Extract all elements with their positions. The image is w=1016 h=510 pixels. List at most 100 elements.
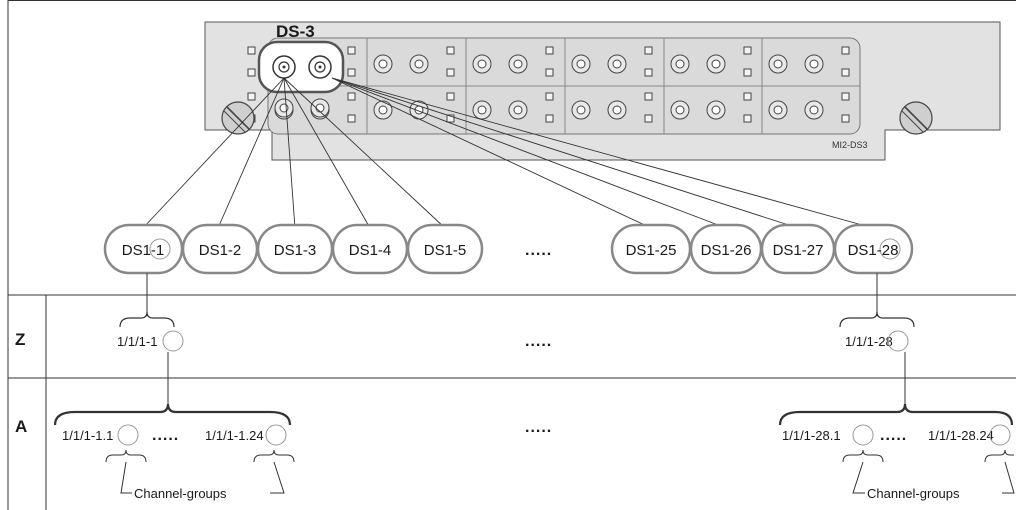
ds1-pill-row: DS1-1 DS1-2 DS1-3 DS1-4 DS1-5 ..... DS1-… [103, 223, 914, 275]
led-indicator [446, 92, 455, 101]
ds3-label: DS-3 [276, 22, 315, 41]
a-row-label: A [15, 417, 27, 436]
ds3-card: MI2-DS3 [204, 21, 1001, 161]
bnc-connector-icon [804, 54, 824, 74]
led-indicator [545, 46, 554, 55]
bnc-connector-icon [508, 54, 528, 74]
bnc-connector-icon [706, 54, 726, 74]
z-right-label: 1/1/1-28 [845, 334, 893, 349]
fan-line [331, 77, 727, 229]
ds1-pill-label: DS1-26 [701, 242, 752, 259]
bnc-connector-icon [607, 54, 627, 74]
fan-line [217, 77, 285, 229]
ds1-pill-label: DS1-4 [349, 242, 392, 259]
a-right-last-label: 1/1/1-28.24 [928, 428, 994, 443]
bnc-connector-icon [274, 98, 294, 118]
a-ellipsis: ..... [525, 419, 552, 436]
led-indicator [743, 92, 752, 101]
ds1-pill: DS1-3 [256, 223, 334, 275]
bnc-connector-icon [768, 54, 788, 74]
led-indicator [247, 46, 256, 55]
bnc-connector-icon [571, 54, 591, 74]
a-right-inner-dots: ..... [880, 427, 907, 444]
z-row-label: Z [15, 330, 25, 349]
bnc-connector-icon [373, 54, 393, 74]
fan-line [283, 77, 446, 229]
led-indicator [644, 68, 653, 77]
ds1-pill: DS1-25 [610, 223, 692, 275]
a-left-first-label: 1/1/1-1.1 [62, 428, 113, 443]
bnc-connector-icon [472, 100, 492, 120]
right-screw [899, 101, 933, 135]
bnc-connector-icon [768, 100, 788, 120]
table-frame [7, 0, 1016, 510]
led-indicator [347, 46, 356, 55]
led-indicator [545, 92, 554, 101]
bnc-connector-icon [804, 100, 824, 120]
ds1-pill-label: DS1-1 [122, 242, 165, 259]
bnc-connector-icon [508, 100, 528, 120]
fan-line [142, 77, 285, 229]
led-indicator [545, 68, 554, 77]
led-indicator [347, 114, 356, 123]
led-indicator [644, 92, 653, 101]
bnc-connector-icon [310, 98, 330, 118]
led-indicator [743, 68, 752, 77]
ds1-pill-label: DS1-2 [199, 242, 242, 259]
bnc-connector-icon [706, 100, 726, 120]
led-indicator [841, 46, 850, 55]
led-indicator [247, 92, 256, 101]
a-left-inner-dots: ..... [152, 427, 179, 444]
led-indicator [347, 92, 356, 101]
ds1-pill-label: DS1-25 [626, 242, 677, 259]
led-indicator [743, 114, 752, 123]
ds1-pill: DS1-26 [689, 223, 763, 275]
led-indicator [446, 114, 455, 123]
bnc-connector-icon [670, 100, 690, 120]
a-left-last-label: 1/1/1-1.24 [205, 428, 264, 443]
led-indicator [644, 46, 653, 55]
ds1-pill-label: DS1-27 [773, 242, 824, 259]
bnc-connector-icon [571, 100, 591, 120]
bnc-connector-icon [670, 54, 690, 74]
channel-groups-label-left: Channel-groups [134, 486, 227, 501]
left-screw [221, 101, 255, 135]
z-ellipsis: ..... [525, 333, 552, 350]
a-row: A 1/1/1-1.1 ..... 1/1/1-1.24 ..... 1/1/1… [15, 352, 1014, 446]
ds1-pill: DS1-2 [181, 223, 259, 275]
led-indicator [247, 68, 256, 77]
ds1-pill: DS1-5 [406, 223, 484, 275]
ds1-pill-label: DS1-3 [274, 242, 317, 259]
a-right-first-label: 1/1/1-28.1 [782, 428, 841, 443]
ds3-port-highlight [257, 40, 345, 94]
led-indicator [644, 114, 653, 123]
led-indicator [545, 114, 554, 123]
channel-groups-right: Channel-groups [842, 449, 1015, 501]
fan-line [283, 77, 371, 229]
ds1-pill: DS1-4 [331, 223, 409, 275]
ds1-pill-label: DS1-5 [424, 242, 467, 259]
bnc-connector-icon [409, 54, 429, 74]
ds1-pill: DS1-27 [760, 223, 836, 275]
led-indicator [446, 46, 455, 55]
z-left-label: 1/1/1-1 [117, 334, 157, 349]
pill-ellipsis: ..... [525, 242, 552, 259]
ds1-pill: DS1-1 [103, 223, 184, 275]
ds1-pill: DS1-28 [833, 223, 914, 275]
fan-line [283, 77, 296, 229]
led-indicator [743, 46, 752, 55]
fan-out-lines [142, 77, 874, 229]
card-model-label: MI2-DS3 [832, 140, 868, 150]
fan-line [331, 77, 799, 229]
z-row: Z 1/1/1-1 ..... 1/1/1-28 [15, 273, 915, 352]
channel-groups-label-right: Channel-groups [867, 486, 960, 501]
led-indicator [347, 68, 356, 77]
bnc-connector-icon [607, 100, 627, 120]
ds1-pill-label: DS1-28 [848, 242, 899, 259]
bnc-connector-icon [373, 100, 393, 120]
fan-line [331, 77, 874, 229]
led-indicator [841, 114, 850, 123]
fan-line [331, 77, 652, 229]
led-indicator [841, 68, 850, 77]
